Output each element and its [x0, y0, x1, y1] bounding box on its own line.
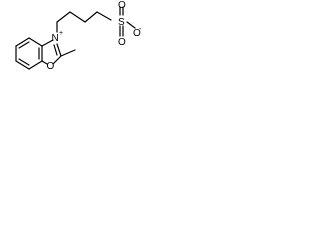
bond-c7-c3a	[28, 37, 43, 47]
nitrogen-label: N	[52, 33, 59, 44]
molecule-drawing: N + O S O O O -	[15, 0, 142, 72]
chain-bond-5	[96, 11, 112, 21]
oxazole-ring	[41, 39, 62, 65]
oxide-oxygen-label: O	[133, 28, 141, 39]
bond-c3a-n	[41, 39, 54, 47]
s-o-minus-bond	[126, 21, 136, 29]
sulfur-label: S	[118, 17, 125, 28]
double-bond-top-left	[18, 41, 30, 49]
chain-bond-2	[56, 11, 71, 23]
butyl-chain	[56, 11, 112, 33]
bond-ring-bottom-left	[15, 60, 30, 70]
benzene-ring	[15, 37, 43, 70]
double-bond-bottom-left	[18, 58, 30, 66]
sulfonate-bonds	[119, 6, 136, 37]
double-bond-n-c2	[53, 44, 58, 56]
sulfonyl-oxygen-bottom-label: O	[118, 37, 126, 48]
bond-c7a-c7	[15, 37, 30, 47]
bond-n-c2	[56, 43, 62, 57]
chemical-structure-canvas: N + O S O O O -	[0, 0, 142, 85]
methyl-bond	[60, 49, 76, 57]
nitrogen-charge: +	[59, 30, 63, 37]
bond-c2-o	[52, 55, 62, 65]
sulfonyl-oxygen-top-label: O	[118, 0, 126, 11]
bond-ring-bottom-right	[28, 60, 43, 70]
oxide-charge: -	[139, 26, 142, 33]
bond-o-c7a	[41, 60, 48, 65]
chain-bond-4	[84, 11, 98, 23]
chain-bond-3	[69, 11, 86, 23]
oxazole-oxygen-label: O	[47, 61, 55, 72]
